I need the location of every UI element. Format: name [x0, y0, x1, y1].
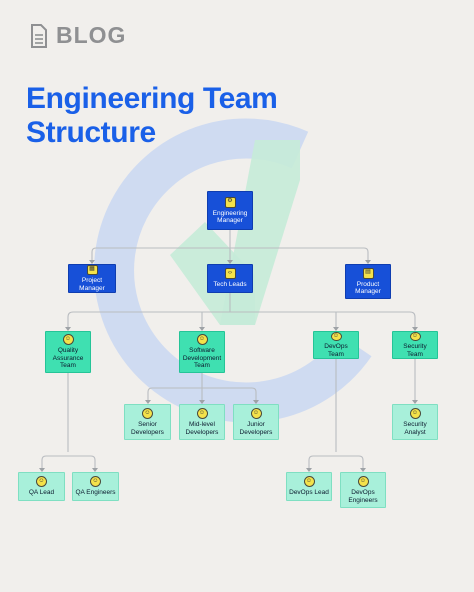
node-project-manager[interactable]: ▦ Project Manager: [68, 264, 116, 293]
node-devops-engineers[interactable]: ☺ DevOps Engineers: [340, 472, 386, 508]
node-devops-lead[interactable]: ☺ DevOps Lead: [286, 472, 332, 501]
gear-icon: ⚙: [224, 196, 236, 208]
user-icon: ☺: [62, 334, 74, 346]
node-security-team[interactable]: ☺ Security Team: [392, 331, 438, 359]
node-devops-team[interactable]: ☺ DevOps Team: [313, 331, 359, 359]
node-qa-engineers[interactable]: ☺ QA Engineers: [72, 472, 119, 501]
user-icon: ☺: [90, 476, 101, 488]
node-engineering-manager[interactable]: ⚙ Engineering Manager: [207, 191, 253, 230]
calendar-icon: ▦: [86, 265, 98, 275]
node-security-analyst[interactable]: ☺ Security Analyst: [392, 404, 438, 440]
user-icon: ☺: [196, 408, 208, 419]
node-product-manager[interactable]: ▤ Product Manager: [345, 264, 391, 299]
node-senior-developers[interactable]: ☺ Senior Developers: [124, 404, 171, 440]
user-icon: ☺: [196, 334, 208, 346]
user-icon: ☺: [250, 408, 262, 419]
document-icon: [31, 24, 47, 48]
blog-label: BLOG: [56, 22, 127, 48]
node-software-development-team[interactable]: ☺ Software Development Team: [179, 331, 225, 373]
user-icon: ☺: [409, 331, 421, 342]
code-icon: ‹›: [224, 268, 236, 280]
user-icon: ☺: [303, 476, 315, 488]
user-icon: ☺: [36, 476, 47, 488]
user-icon: ☺: [357, 476, 369, 487]
title-line-1: Engineering Team: [26, 82, 278, 115]
chart-icon: ▤: [362, 267, 374, 279]
user-icon: ☺: [142, 408, 153, 419]
logo-ring: [94, 118, 372, 423]
node-qa-lead[interactable]: ☺ QA Lead: [18, 472, 65, 501]
node-qa-team[interactable]: ☺ Quality Assurance Team: [45, 331, 91, 373]
node-mid-level-developers[interactable]: ☺ Mid-level Developers: [179, 404, 225, 440]
page-title: Engineering Team Structure: [26, 82, 278, 150]
user-icon: ☺: [409, 408, 421, 419]
node-tech-leads[interactable]: ‹› Tech Leads: [207, 264, 253, 293]
node-junior-developers[interactable]: ☺ Junior Developers: [233, 404, 279, 440]
title-line-2: Structure: [26, 116, 156, 149]
user-icon: ☺: [330, 331, 342, 342]
